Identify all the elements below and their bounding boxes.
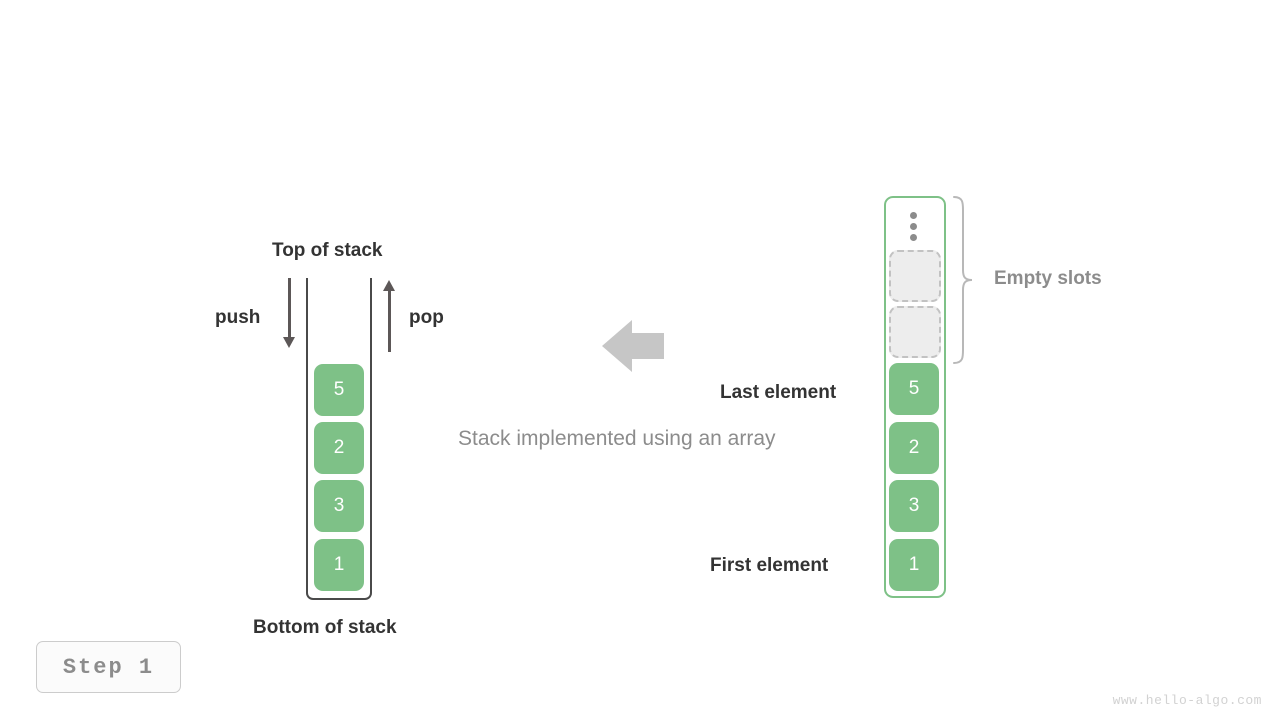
watermark: www.hello-algo.com	[1112, 693, 1262, 708]
stack-top-label: Top of stack	[272, 240, 383, 261]
array-block: 5	[889, 363, 939, 415]
stack-block: 5	[314, 364, 364, 416]
stack-block: 2	[314, 422, 364, 474]
stack-container	[306, 278, 372, 600]
diagram-caption: Stack implemented using an array	[458, 427, 776, 450]
step-badge: Step 1	[36, 641, 181, 693]
empty-slots-label: Empty slots	[994, 268, 1102, 289]
curly-brace-icon	[953, 196, 973, 364]
stack-block: 1	[314, 539, 364, 591]
last-element-label: Last element	[720, 382, 837, 403]
stack-block: 3	[314, 480, 364, 532]
stack-bottom-label: Bottom of stack	[253, 617, 397, 638]
array-block: 2	[889, 422, 939, 474]
array-block: 1	[889, 539, 939, 591]
arrow-left-icon	[602, 320, 664, 372]
empty-slot	[889, 306, 941, 358]
first-element-label: First element	[710, 555, 829, 576]
push-label: push	[215, 307, 261, 328]
pop-label: pop	[409, 307, 444, 328]
vertical-ellipsis-icon	[910, 212, 918, 241]
empty-slot	[889, 250, 941, 302]
array-block: 3	[889, 480, 939, 532]
